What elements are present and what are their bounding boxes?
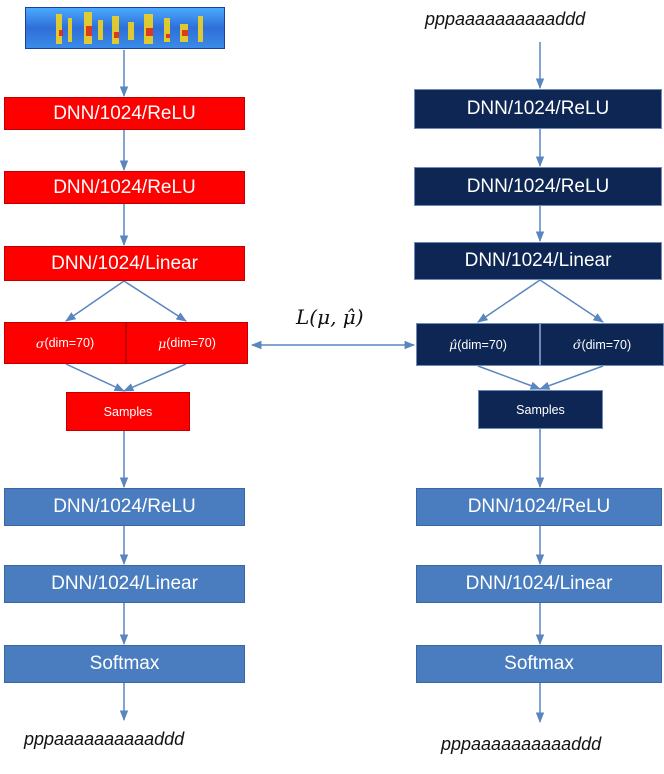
right-dnn-relu-1: DNN/1024/ReLU [414,89,662,129]
right-dnn-relu-2: DNN/1024/ReLU [414,167,662,206]
samples-label: Samples [103,404,153,419]
arrow [539,365,604,390]
left-decoder-linear: DNN/1024/Linear [4,565,245,603]
layer-label: DNN/1024/Linear [51,573,198,594]
mu-hat-dim-label: (dim=70) [457,337,507,352]
left-output-tokens: pppaaaaaaaaaaddd [24,729,185,749]
right-sigma-hat-box: σ̂ (dim=70) [540,323,664,366]
layer-label: DNN/1024/Linear [464,250,612,271]
layer-label: DNN/1024/ReLU [53,176,196,198]
left-mu-box: μ (dim=70) [126,322,248,364]
layer-label: DNN/1024/Linear [465,573,613,594]
arrow [65,280,125,322]
mu-dim-label: (dim=70) [166,336,216,350]
arrow [123,363,187,392]
left-sigma-box: σ (dim=70) [4,322,126,364]
sigma-hat-dim-label: (dim=70) [581,337,632,352]
arrow [477,279,541,323]
spectrogram-graphic [26,8,224,48]
left-samples-box: Samples [66,392,190,431]
sigma-symbol: σ [35,335,45,351]
left-dnn-linear: DNN/1024/Linear [4,246,245,281]
right-decoder-linear: DNN/1024/Linear [416,565,662,603]
layer-label: DNN/1024/ReLU [466,98,610,119]
layer-label: Softmax [89,653,160,674]
mu-symbol: μ [158,335,167,351]
right-output-tokens: pppaaaaaaaaaaddd [441,734,602,754]
mu-hat-symbol: μ̂ [449,337,458,352]
arrow [123,280,187,322]
layer-label: DNN/1024/ReLU [466,175,610,197]
sigma-hat-symbol: σ̂ [572,337,582,352]
left-dnn-relu-2: DNN/1024/ReLU [4,171,245,204]
left-decoder-relu: DNN/1024/ReLU [4,488,245,526]
sigma-dim-label: (dim=70) [44,336,95,350]
arrow [539,279,604,323]
loss-label: L(μ, μ̂) [296,305,364,329]
right-dnn-linear: DNN/1024/Linear [414,242,662,280]
samples-label: Samples [516,402,565,417]
arrow [477,365,541,390]
arrow [65,363,125,392]
right-mu-hat-box: μ̂ (dim=70) [416,323,540,366]
left-softmax: Softmax [4,645,245,683]
left-dnn-relu-1: DNN/1024/ReLU [4,97,245,130]
right-samples-box: Samples [478,390,603,429]
layer-label: Softmax [504,653,574,674]
layer-label: DNN/1024/Linear [51,252,198,274]
right-input-tokens: pppaaaaaaaaaaddd [425,9,586,29]
layer-label: DNN/1024/ReLU [53,102,196,124]
layer-label: DNN/1024/ReLU [467,496,611,517]
layer-label: DNN/1024/ReLU [53,496,196,517]
right-decoder-relu: DNN/1024/ReLU [416,488,662,526]
right-softmax: Softmax [416,645,662,683]
spectrogram-image [25,7,225,49]
